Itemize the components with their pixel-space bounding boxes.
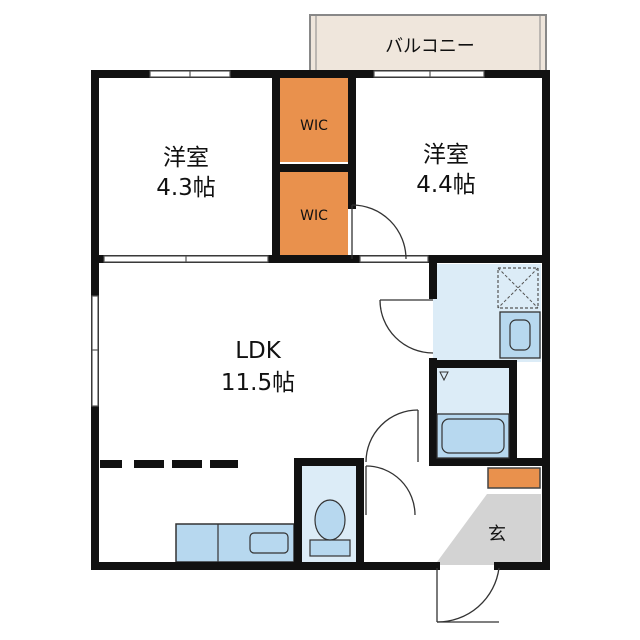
balcony-label: バルコニー <box>385 36 475 57</box>
ldk-name: LDK <box>235 338 282 364</box>
wic-lower-label: WIC <box>300 208 328 224</box>
shoe-cabinet <box>487 467 541 489</box>
washing-machine-pan <box>497 267 539 309</box>
wic-upper-label: WIC <box>300 118 328 134</box>
bathtub <box>436 413 510 459</box>
east-room-name: 洋室 <box>423 142 469 168</box>
marker-triangle <box>439 371 449 382</box>
balcony: バルコニー <box>309 14 547 72</box>
west-room-name: 洋室 <box>163 145 209 171</box>
wic-lower-floor <box>280 172 348 255</box>
windows <box>91 70 485 407</box>
kitchen-counter <box>175 523 295 563</box>
entrance-label: 玄 <box>488 524 506 545</box>
ldk-size: 11.5帖 <box>221 370 295 396</box>
toilet <box>309 499 351 557</box>
east-room-size: 4.4帖 <box>416 172 476 198</box>
west-room-size: 4.3帖 <box>156 175 216 201</box>
door-swings <box>351 204 500 623</box>
entrance-floor <box>437 494 541 565</box>
washbasin <box>499 311 541 359</box>
wic-upper-floor <box>280 78 348 162</box>
sink <box>249 532 289 554</box>
